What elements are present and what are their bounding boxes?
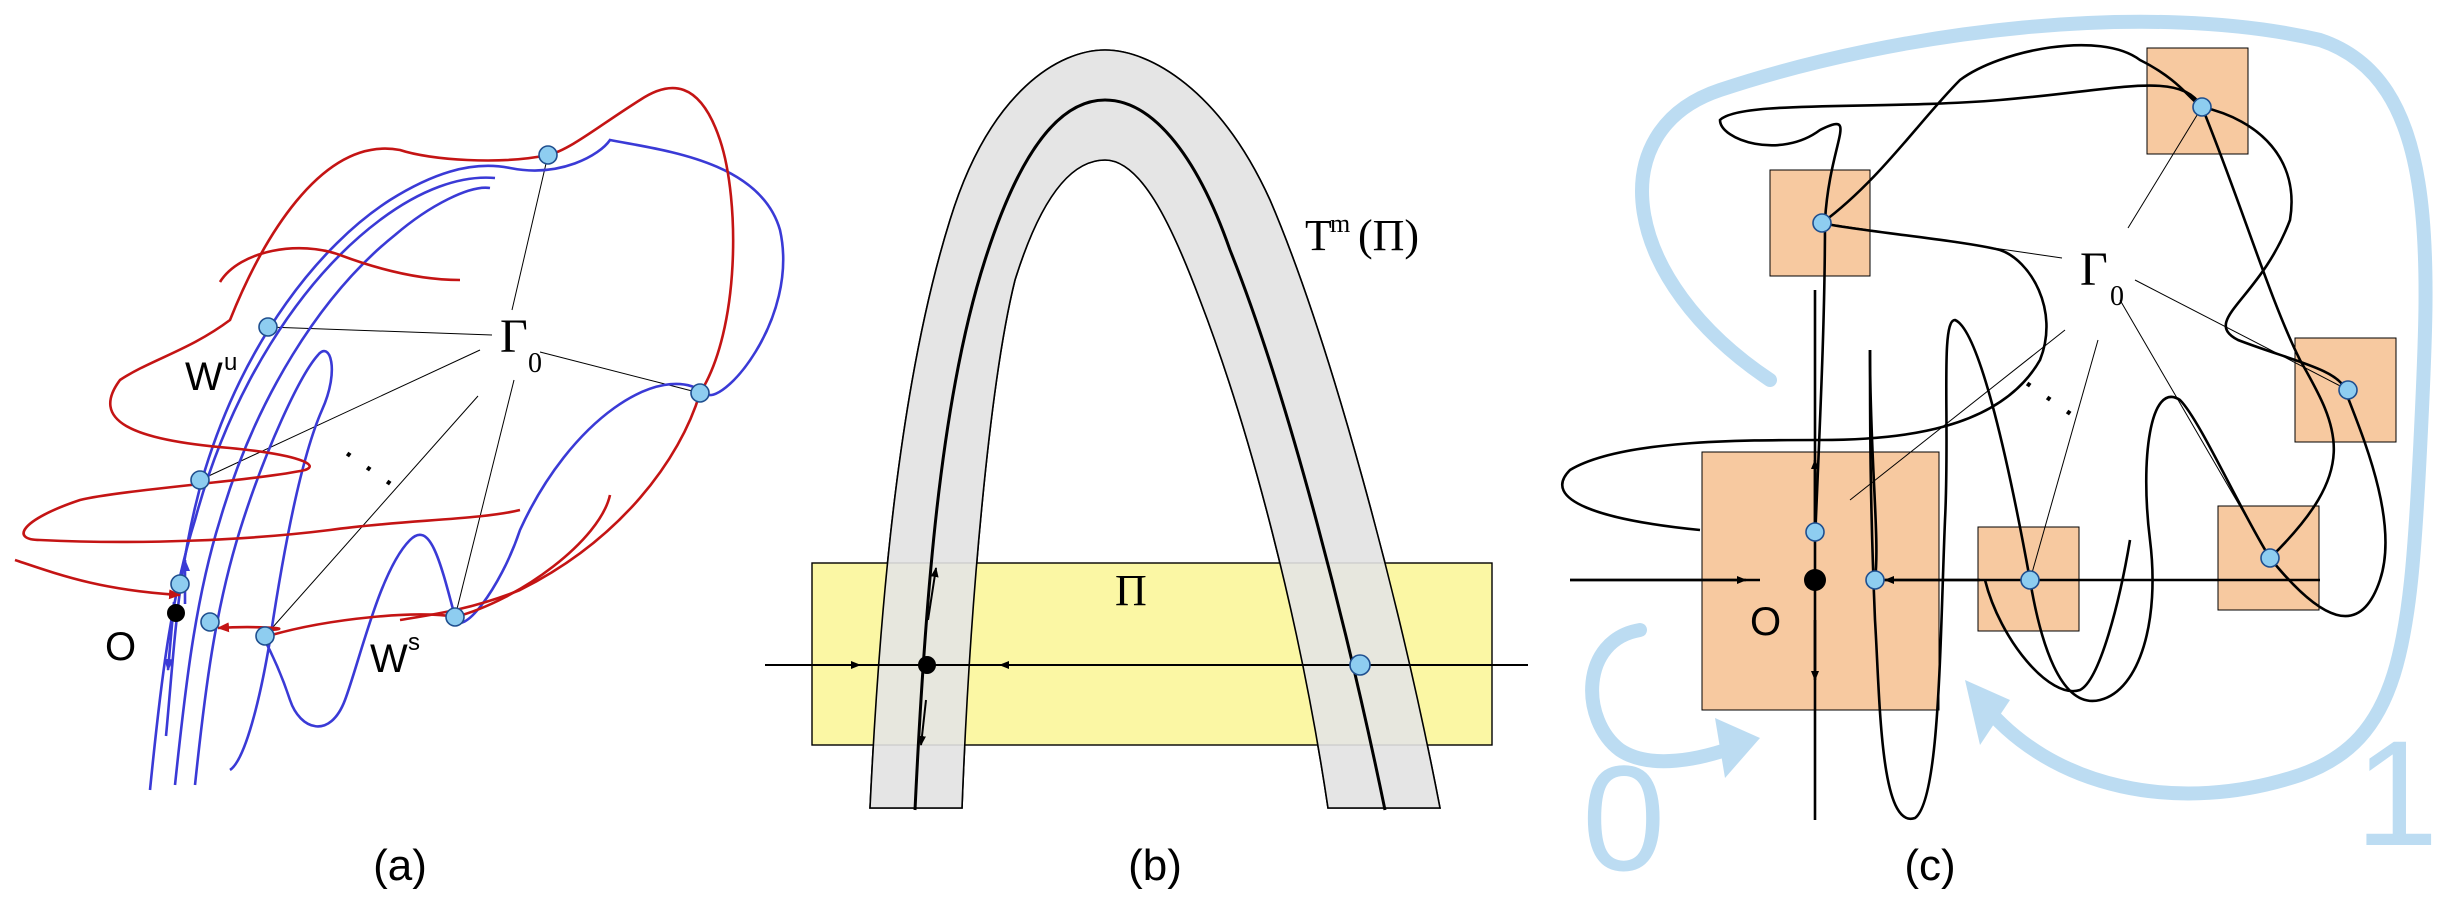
homoclinic-point <box>2192 97 2212 117</box>
homoclinic-point <box>2020 570 2040 590</box>
ellipsis-a: · · · <box>332 431 408 503</box>
wu-superscript: u <box>224 349 237 376</box>
caption-b: (b) <box>1128 841 1182 890</box>
caption-c: (c) <box>1904 841 1955 890</box>
wu-label: W <box>185 355 223 399</box>
t-superscript: m <box>1330 209 1350 238</box>
pi-label: Π <box>1115 566 1147 615</box>
o-label-c: O <box>1750 600 1781 644</box>
big-label-zero: 0 <box>1582 734 1665 902</box>
homoclinic-point <box>538 145 558 165</box>
homoclinic-point <box>170 574 190 594</box>
ellipsis-c: · · · <box>2012 361 2088 433</box>
t-label: T <box>1305 211 1332 260</box>
homoclinic-point <box>1805 522 1825 542</box>
homoclinic-point <box>190 470 210 490</box>
gamma-label-a: Γ <box>500 310 528 363</box>
homoclinic-point <box>1865 570 1885 590</box>
homoclinic-point-b <box>1349 654 1371 676</box>
gamma-subscript-c: 0 <box>2110 281 2124 312</box>
homoclinic-points-c <box>1805 97 2358 590</box>
homoclinic-point <box>2338 380 2358 400</box>
ws-superscript: s <box>408 629 420 656</box>
big-arrow-one-head <box>1965 680 2010 745</box>
big-label-one: 1 <box>2355 709 2438 877</box>
saddle-point-o-a <box>167 604 185 622</box>
big-arrow-zero-head <box>1715 718 1760 778</box>
stable-manifold-ws <box>14 86 735 638</box>
ws-label: W <box>370 637 408 681</box>
gamma-leader-lines-a <box>199 154 701 637</box>
arrow-up-b <box>927 567 939 621</box>
homoclinic-point <box>258 317 278 337</box>
horseshoe-band-overlap <box>869 49 1441 809</box>
panel-c: Γ 0 · · · O 0 1 (c) <box>1561 14 2438 902</box>
saddle-point-b <box>918 656 936 674</box>
homoclinic-point <box>690 383 710 403</box>
t-argument: (Π) <box>1358 211 1419 260</box>
panel-a: Γ 0 W u W s O · · · (a) <box>14 86 785 890</box>
gamma-label-c: Γ <box>2080 243 2108 296</box>
homoclinic-point <box>2260 548 2280 568</box>
caption-a: (a) <box>373 841 427 890</box>
manifold-curves-c <box>1561 43 2387 820</box>
panel-b: T m (Π) Π (b) <box>765 49 1528 890</box>
horseshoe-center-curve <box>913 98 1387 811</box>
homoclinic-point <box>255 626 275 646</box>
arrow-down-b <box>918 699 927 746</box>
gamma-subscript-a: 0 <box>528 348 542 379</box>
unstable-manifold-wu <box>148 138 785 791</box>
big-arrow-zero <box>1585 623 1747 769</box>
big-arrow-one <box>1635 14 2433 801</box>
homoclinic-points-a <box>170 145 710 646</box>
homoclinic-point <box>200 612 220 632</box>
o-label-a: O <box>105 625 136 669</box>
homoclinic-point <box>445 607 465 627</box>
saddle-point-o-c <box>1804 569 1826 591</box>
homoclinic-point <box>1812 213 1832 233</box>
